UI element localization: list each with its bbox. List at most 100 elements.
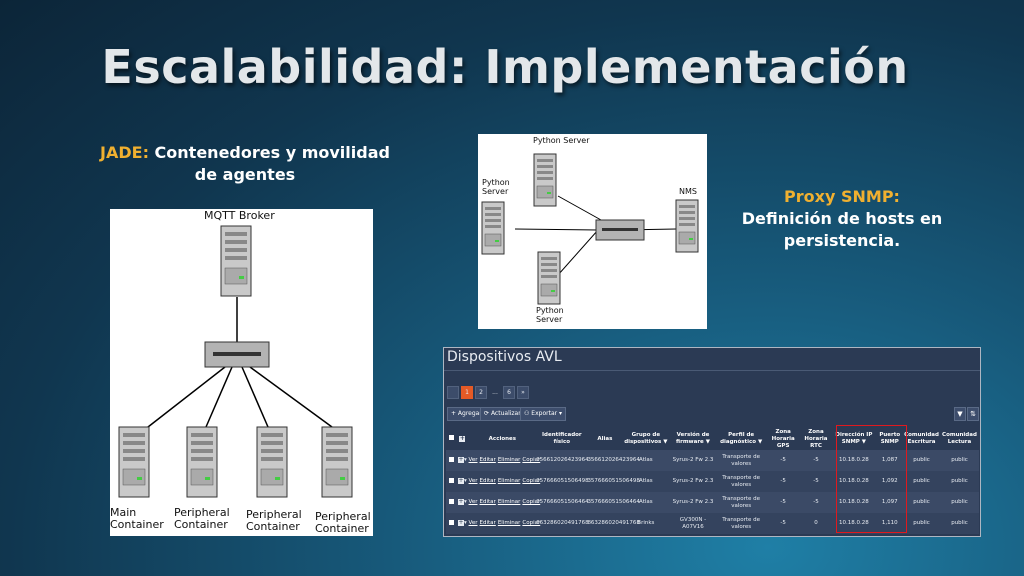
main-container-server bbox=[118, 426, 150, 498]
view-link[interactable]: Ver bbox=[468, 457, 478, 463]
pagination-page-1[interactable]: 1 bbox=[461, 386, 473, 399]
avl-panel-title: Dispositivos AVL bbox=[447, 349, 562, 365]
sort-button[interactable]: ⇅ bbox=[967, 407, 979, 421]
view-link[interactable]: Ver bbox=[468, 478, 478, 484]
pagination: 1 2 ... 6 » bbox=[447, 386, 529, 399]
column-header-alias[interactable]: Alias bbox=[597, 435, 613, 442]
snmp-server-bottom bbox=[537, 251, 561, 305]
delete-link[interactable]: Eliminar bbox=[497, 478, 521, 484]
column-header-gps-timezone[interactable]: Zona Horaria GPS bbox=[771, 428, 795, 449]
filter-icon[interactable]: ▼ bbox=[758, 439, 763, 445]
delete-link[interactable]: Eliminar bbox=[497, 457, 521, 463]
row-checkbox[interactable] bbox=[446, 492, 457, 513]
cell-firmware: GV300N - A07V16 bbox=[669, 513, 717, 534]
column-header-snmp-ip[interactable]: Dirección IP SNMP ▼ bbox=[831, 428, 876, 450]
nms-label: NMS bbox=[679, 187, 697, 196]
copy-link[interactable]: Copiar bbox=[522, 478, 541, 484]
filter-icon[interactable]: ▼ bbox=[663, 439, 668, 445]
row-checkbox[interactable] bbox=[446, 471, 457, 492]
table-header-row: + Acciones Identificador físico Alias Gr… bbox=[446, 428, 979, 450]
cell-alias: 357666051506464 bbox=[587, 492, 640, 513]
snmp-server-top bbox=[533, 153, 557, 207]
row-checkbox[interactable] bbox=[446, 513, 457, 534]
cell-firmware: Syrus-2 Fw 2.3 bbox=[669, 450, 717, 471]
peripheral-container-label-2: Peripheral Container bbox=[246, 508, 302, 533]
copy-link[interactable]: Copiar bbox=[522, 520, 541, 526]
column-header-firmware[interactable]: Versión de firmware ▼ bbox=[669, 428, 716, 450]
export-button-label: Exportar bbox=[531, 410, 558, 417]
column-header-snmp-ip-label: Dirección IP SNMP bbox=[835, 432, 873, 445]
filter-icon[interactable]: ▼ bbox=[705, 439, 710, 445]
cell-read-community: public bbox=[939, 471, 979, 492]
view-link[interactable]: Ver bbox=[468, 520, 478, 526]
edit-link[interactable]: Editar bbox=[479, 499, 496, 505]
pagination-page-2[interactable]: 2 bbox=[475, 386, 487, 399]
cell-device-group: Atlas bbox=[622, 450, 670, 471]
edit-link[interactable]: Editar bbox=[479, 457, 496, 463]
select-all-checkbox[interactable] bbox=[446, 428, 456, 450]
row-expand-toggle[interactable]: +▾ bbox=[456, 450, 469, 471]
snmp-network-svg bbox=[481, 153, 699, 305]
avl-title-divider bbox=[444, 370, 980, 371]
nms-server bbox=[675, 199, 699, 253]
cell-firmware: Syrus-2 Fw 2.3 bbox=[669, 471, 717, 492]
cell-physical-id: 357666051506498 bbox=[536, 471, 589, 492]
row-checkbox[interactable] bbox=[446, 450, 457, 471]
pagination-next[interactable]: » bbox=[517, 386, 529, 399]
proxy-caption-highlight: Proxy SNMP: bbox=[784, 187, 900, 206]
jade-caption: JADE: Contenedores y movilidad de agente… bbox=[100, 142, 390, 186]
pagination-page-6[interactable]: 6 bbox=[503, 386, 515, 399]
copy-link[interactable]: Copiar bbox=[522, 499, 541, 505]
column-header-device-group[interactable]: Grupo de dispositivos ▼ bbox=[622, 428, 669, 450]
column-header-diagnostic-profile[interactable]: Perfil de diagnóstico ▼ bbox=[717, 428, 766, 450]
cell-snmp-port: 1,092 bbox=[876, 471, 904, 492]
snmp-columns-highlight-box bbox=[836, 425, 907, 533]
mqtt-broker-label: MQTT Broker bbox=[204, 209, 275, 222]
delete-link[interactable]: Eliminar bbox=[497, 520, 521, 526]
filter-button[interactable]: ▼ bbox=[954, 407, 966, 421]
export-button[interactable]: ⚇ Exportar ▾ bbox=[520, 407, 567, 421]
cell-device-group: Atlas bbox=[622, 492, 670, 513]
cell-device-group: Brinks bbox=[622, 513, 670, 534]
pagination-prev[interactable] bbox=[447, 386, 459, 399]
cell-diagnostic-profile: Transporte de valores bbox=[716, 450, 766, 471]
edit-link[interactable]: Editar bbox=[479, 520, 496, 526]
cell-alias: 357666051506498 bbox=[587, 471, 640, 492]
column-header-firmware-label: Versión de firmware bbox=[676, 432, 710, 445]
column-header-actions: Acciones bbox=[488, 435, 517, 442]
row-expand-toggle[interactable]: +▾ bbox=[456, 513, 469, 534]
filter-icon[interactable]: ▼ bbox=[861, 439, 866, 445]
column-header-read-community[interactable]: Comunidad Lectura bbox=[942, 432, 977, 445]
filter-icon: ▼ bbox=[957, 410, 963, 418]
expand-all-toggle[interactable]: + bbox=[456, 428, 468, 450]
caret-down-icon: ▾ bbox=[557, 410, 563, 417]
column-header-snmp-port[interactable]: Puerto SNMP bbox=[879, 432, 901, 445]
snmp-server-left bbox=[481, 201, 505, 255]
refresh-button[interactable]: ⟳ Actualizar bbox=[480, 407, 525, 421]
proxy-caption: Proxy SNMP: Definición de hosts en persi… bbox=[730, 186, 954, 252]
cell-alias: 356612026423964 bbox=[587, 450, 640, 471]
mqtt-broker-server bbox=[220, 225, 252, 297]
column-header-write-community[interactable]: Comunidad Escritura bbox=[904, 432, 939, 445]
cell-read-community: public bbox=[939, 513, 979, 534]
cell-rtc-timezone: -5 bbox=[800, 471, 832, 492]
row-expand-toggle[interactable]: +▾ bbox=[456, 492, 469, 513]
view-link[interactable]: Ver bbox=[468, 499, 478, 505]
column-header-physical-id[interactable]: Identificador físico bbox=[542, 432, 582, 445]
cell-firmware: Syrus-2 Fw 2.3 bbox=[669, 492, 717, 513]
cell-snmp-ip: 10.18.0.28 bbox=[831, 471, 877, 492]
row-expand-toggle[interactable]: +▾ bbox=[456, 471, 469, 492]
cell-physical-id: 357666051506464 bbox=[536, 492, 589, 513]
column-header-rtc-timezone[interactable]: Zona Horaria RTC bbox=[804, 428, 828, 449]
edit-link[interactable]: Editar bbox=[479, 478, 496, 484]
cell-write-community: public bbox=[903, 492, 940, 513]
caret-down-icon: ▾ bbox=[464, 520, 467, 526]
pagination-ellipsis: ... bbox=[492, 389, 498, 396]
cell-write-community: public bbox=[903, 513, 940, 534]
plus-icon: + bbox=[458, 498, 465, 505]
delete-link[interactable]: Eliminar bbox=[497, 499, 521, 505]
cell-snmp-ip: 10.18.0.28 bbox=[831, 450, 877, 471]
copy-link[interactable]: Copiar bbox=[522, 457, 541, 463]
